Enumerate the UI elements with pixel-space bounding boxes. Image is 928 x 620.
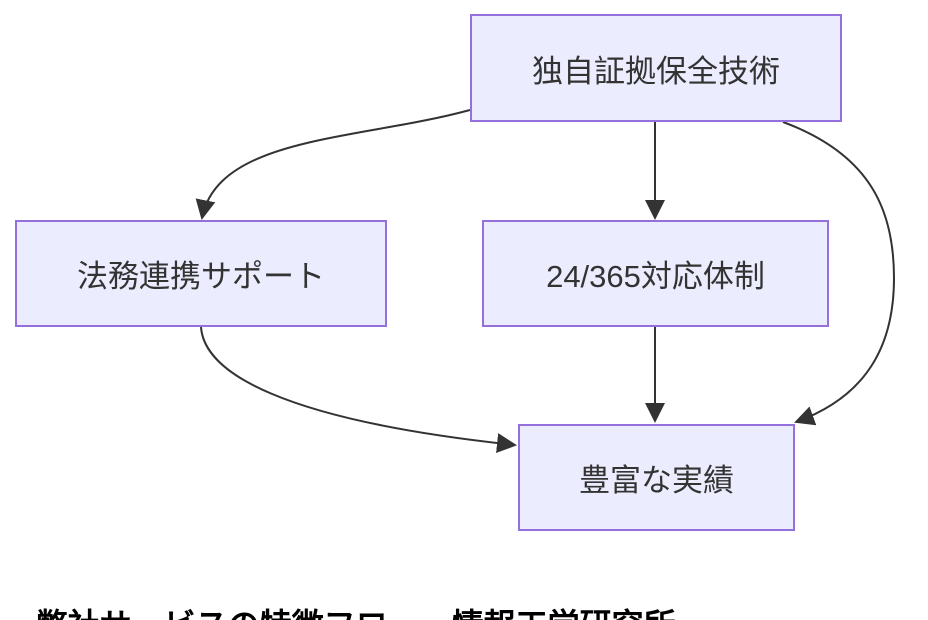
node-legal-cooperation-support: 法務連携サポート <box>15 220 387 327</box>
node-evidence-preservation-tech: 独自証拠保全技術 <box>470 14 842 122</box>
edge-tech-to-legal <box>195 109 471 220</box>
diagram-caption: 弊社サービスの特徴フロー 情報工学研究所 <box>0 563 676 620</box>
node-label: 24/365対応体制 <box>546 259 765 294</box>
edge-tech-to-results <box>782 121 896 426</box>
node-label: 独自証拠保全技術 <box>532 53 780 89</box>
node-label: 法務連携サポート <box>77 259 325 294</box>
edge-legal-to-results <box>200 326 517 454</box>
node-rich-track-record: 豊富な実績 <box>518 424 795 531</box>
node-24-365-support-system: 24/365対応体制 <box>482 220 829 327</box>
node-label: 豊富な実績 <box>579 463 734 498</box>
diagram-caption-text: 弊社サービスの特徴フロー 情報工学研究所 <box>36 600 676 620</box>
